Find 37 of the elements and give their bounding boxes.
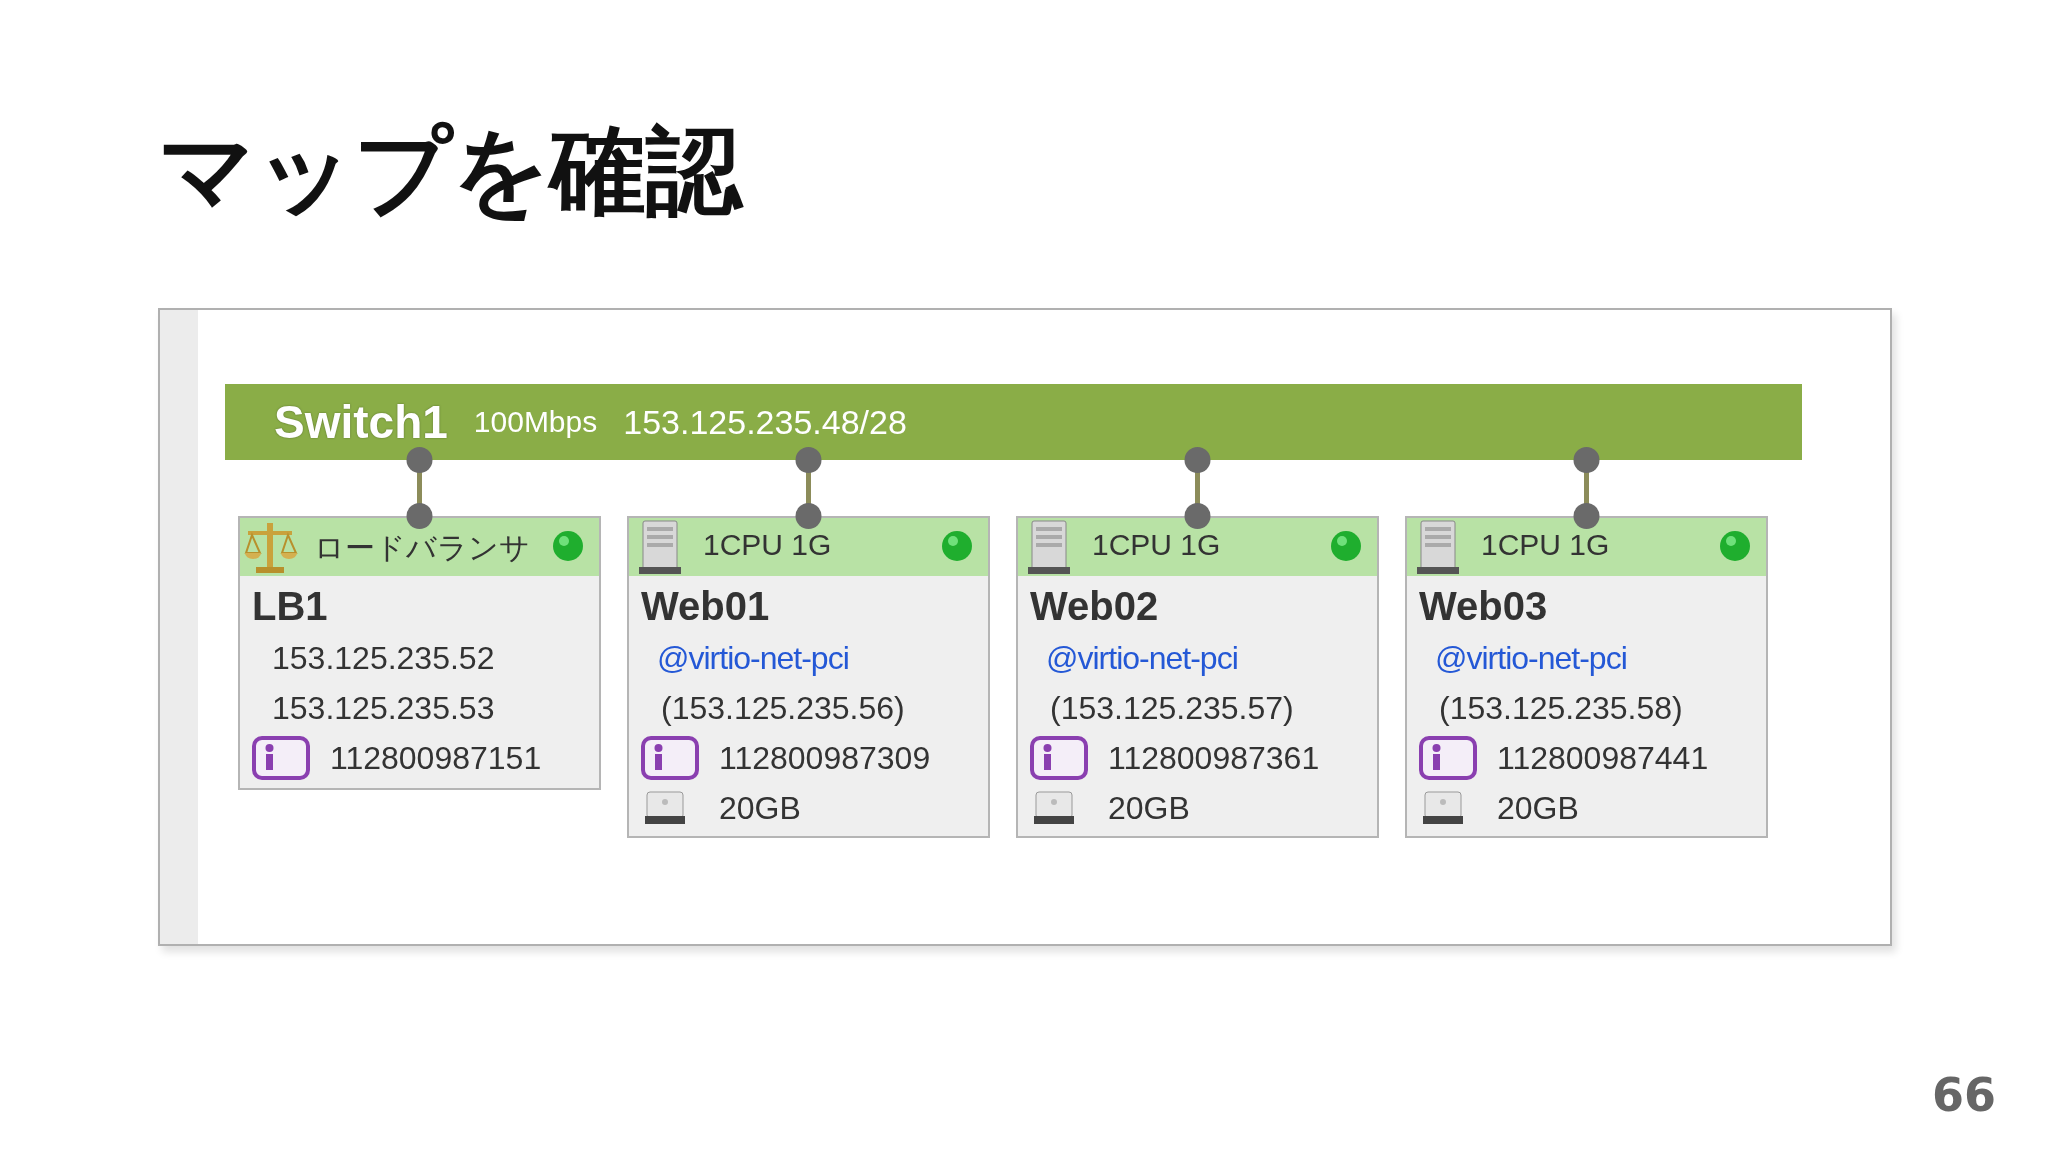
bandwidth-label: 100Mbps (473, 405, 598, 439)
spec-label: ロードバランサ (314, 530, 530, 566)
switch-bar (225, 384, 1802, 460)
connection-line (406, 447, 433, 529)
ip-address: (153.125.235.57) (1050, 690, 1294, 727)
disk-size: 20GB (719, 790, 801, 827)
resource-id: 112800987309 (719, 740, 931, 777)
ip-address: (153.125.235.58) (1439, 690, 1683, 727)
connection-line (1573, 447, 1600, 529)
disk-size: 20GB (1497, 790, 1579, 827)
server-name: Web02 (1030, 584, 1159, 629)
server-card (1405, 516, 1768, 838)
spec-label: 1CPU 1G (703, 528, 832, 562)
disk-size: 20GB (1108, 790, 1190, 827)
switch-name: Switch1 (274, 395, 448, 449)
ip-address: 153.125.235.53 (272, 690, 495, 727)
spec-label: 1CPU 1G (1092, 528, 1221, 562)
connection-line (1184, 447, 1211, 529)
page-number: 66 (1932, 1068, 1996, 1122)
server-name: Web03 (1419, 584, 1548, 629)
server-card (238, 516, 601, 790)
server-card (627, 516, 990, 838)
resource-id: 112800987361 (1108, 740, 1320, 777)
subnet-label: 153.125.235.48/28 (623, 402, 907, 442)
slide-title: マップを確認 (158, 114, 742, 229)
server-name: Web01 (641, 584, 770, 629)
interface-link: @virtio-net-pci (1046, 640, 1238, 677)
ip-address: (153.125.235.56) (661, 690, 905, 727)
ip-address: 153.125.235.52 (272, 640, 495, 677)
resource-id: 112800987151 (330, 740, 542, 777)
connection-line (795, 447, 822, 529)
server-name: LB1 (252, 584, 328, 629)
interface-link: @virtio-net-pci (1435, 640, 1627, 677)
interface-link: @virtio-net-pci (657, 640, 849, 677)
server-card (1016, 516, 1379, 838)
spec-label: 1CPU 1G (1481, 528, 1610, 562)
resource-id: 112800987441 (1497, 740, 1709, 777)
